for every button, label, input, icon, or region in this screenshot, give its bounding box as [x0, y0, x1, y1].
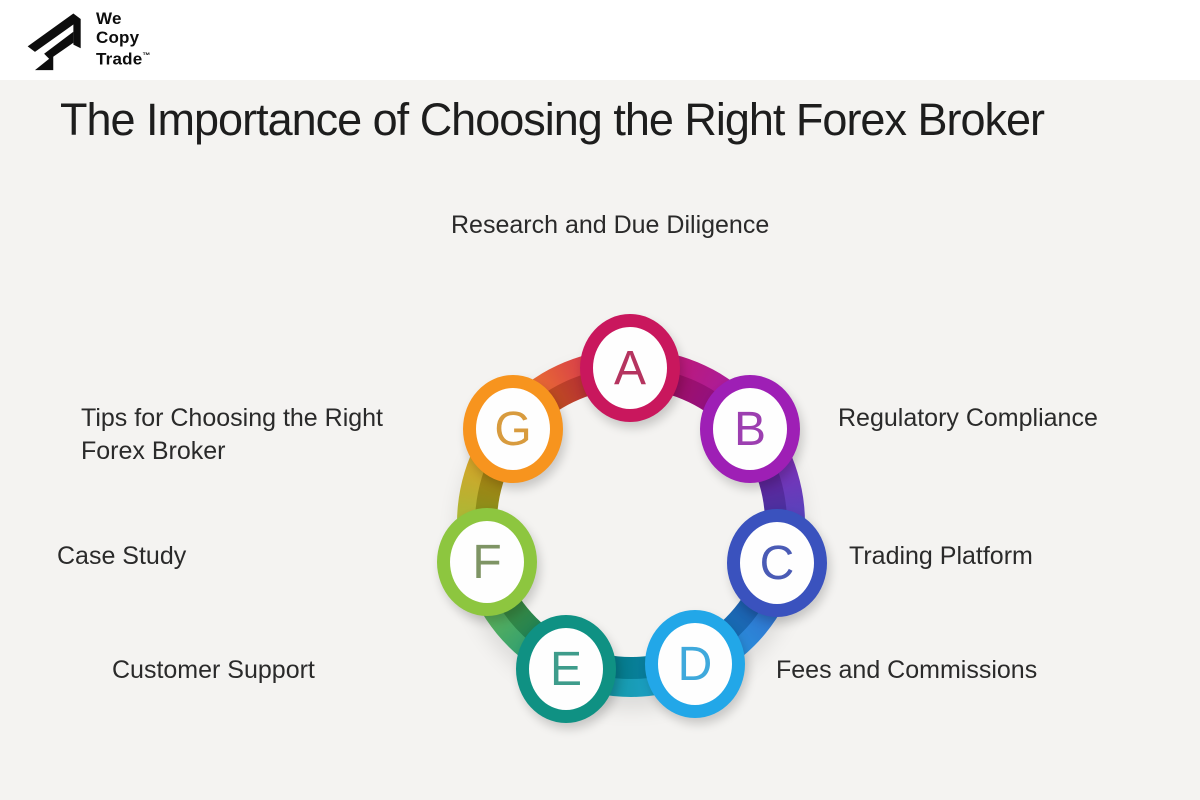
node-d-letter: D [677, 638, 713, 691]
logo-line-1: We [96, 9, 122, 29]
label-customer-support: Customer Support [112, 656, 315, 684]
node-c-trading-platform: C [727, 509, 827, 617]
node-a-research: A [580, 314, 680, 422]
wecopytrade-logo-text: We Copy Trade™ [96, 10, 151, 69]
node-b-letter: B [733, 403, 766, 456]
page-title: The Importance of Choosing the Right For… [60, 94, 1045, 145]
label-research-due-diligence: Research and Due Diligence [451, 211, 770, 239]
node-f-case-study: F [437, 508, 537, 616]
label-trading-platform: Trading Platform [849, 542, 1033, 570]
label-case-study: Case Study [57, 542, 187, 570]
node-c-letter: C [759, 537, 795, 590]
node-a-letter: A [613, 342, 646, 395]
label-tips-forex-broker: Tips for Choosing the Right Forex Broker [81, 404, 384, 465]
logo-line-3: Trade™ [96, 50, 151, 70]
header-band: We Copy Trade™ [0, 0, 1200, 80]
node-g-tips: G [463, 375, 563, 483]
wecopytrade-logo-icon [27, 13, 81, 71]
label-regulatory-compliance: Regulatory Compliance [838, 404, 1098, 432]
node-g-letter: G [494, 403, 532, 456]
wecopytrade-logo: We Copy Trade™ [24, 8, 151, 72]
trademark-symbol: ™ [142, 51, 151, 61]
node-e-customer-support: E [516, 615, 616, 723]
node-d-fees: D [645, 610, 745, 718]
logo-line-2: Copy [96, 27, 140, 47]
label-fees-and-commissions: Fees and Commissions [776, 656, 1038, 684]
node-f-letter: F [472, 536, 502, 589]
node-e-letter: E [549, 643, 582, 696]
node-b-regulatory: B [700, 375, 800, 483]
